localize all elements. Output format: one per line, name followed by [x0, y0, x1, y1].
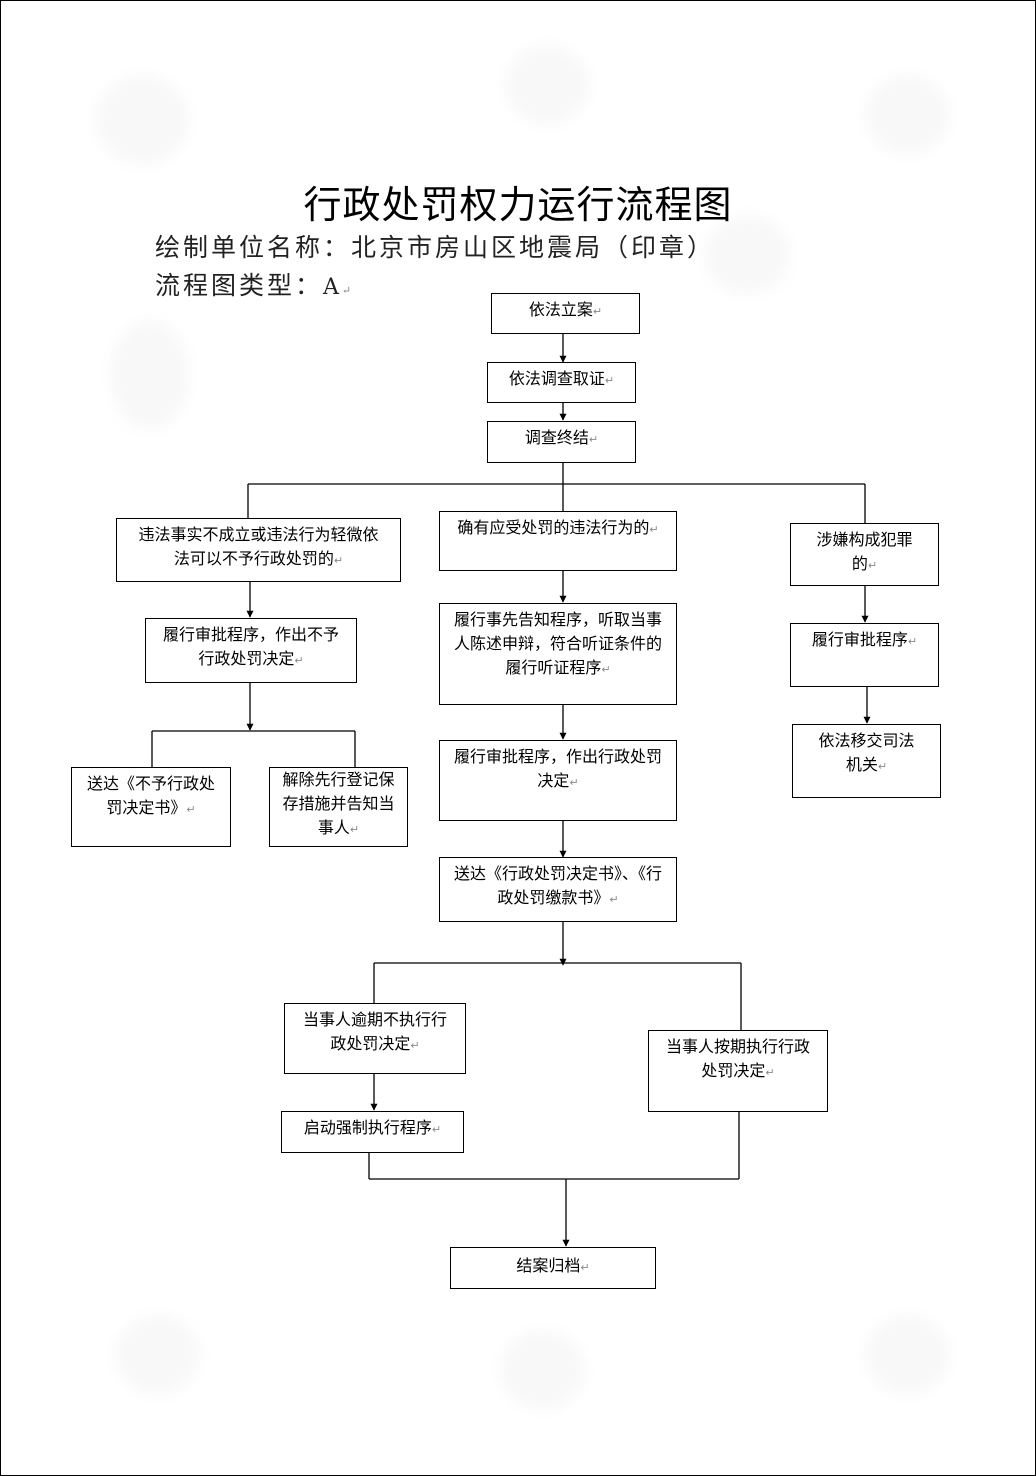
- watermark-blob: [865, 75, 950, 155]
- node-serve-no-penalty-text: 送达《不予行政处罚决定书》: [86, 774, 215, 817]
- node-crime-approval: 履行审批程序↵: [790, 623, 939, 687]
- node-file-case-text: 依法立案: [528, 300, 593, 319]
- node-prior-notice: 履行事先告知程序，听取当事人陈述申辩，符合听证条件的履行听证程序↵: [439, 603, 677, 705]
- node-prior-notice-text: 履行事先告知程序，听取当事人陈述申辩，符合听证条件的履行听证程序: [453, 610, 662, 677]
- node-penalty-approval: 履行审批程序，作出行政处罚决定↵: [439, 740, 677, 821]
- node-serve-penalty-text: 送达《行政处罚决定书》、《行政处罚缴款书》: [453, 864, 662, 907]
- node-close-archive-text: 结案归档: [516, 1256, 581, 1275]
- page-title: 行政处罚权力运行流程图: [303, 183, 733, 227]
- node-penalty-case: 确有应受处罚的违法行为的↵: [439, 511, 677, 571]
- watermark-blob: [505, 45, 590, 125]
- node-file-case: 依法立案↵: [491, 293, 640, 334]
- node-transfer-judicial: 依法移交司法机关↵: [792, 724, 941, 798]
- flowchart-type-value: A: [323, 275, 342, 300]
- node-transfer-judicial-text: 依法移交司法机关: [818, 731, 915, 774]
- node-suspected-crime-text: 涉嫌构成犯罪的: [816, 530, 913, 573]
- node-enforcement-text: 启动强制执行程序: [303, 1118, 432, 1137]
- node-on-time-text: 当事人按期执行行政处罚决定: [665, 1037, 810, 1080]
- watermark-blob: [705, 215, 790, 295]
- return-mark: ↵: [867, 559, 878, 572]
- node-on-time: 当事人按期执行行政处罚决定↵: [648, 1030, 828, 1112]
- drawing-unit-text: 绘制单位名称：北京市房山区地震局（印章）: [155, 233, 716, 262]
- return-mark: ↵: [186, 803, 196, 816]
- node-release-measures: 解除先行登记保存措施并告知当事人↵: [269, 767, 408, 847]
- return-mark: ↵: [333, 554, 344, 567]
- node-no-penalty-case-text: 违法事实不成立或违法行为轻微依法可以不予行政处罚的: [138, 525, 379, 568]
- return-mark: ↵: [649, 523, 659, 536]
- node-investigate: 依法调查取证↵: [487, 362, 636, 403]
- node-suspected-crime: 涉嫌构成犯罪的↵: [790, 523, 939, 586]
- node-release-measures-text: 解除先行登记保存措施并告知当事人: [282, 770, 395, 837]
- return-mark: ↵: [877, 760, 888, 773]
- node-serve-penalty: 送达《行政处罚决定书》、《行政处罚缴款书》↵: [439, 857, 677, 922]
- node-overdue-text: 当事人逾期不执行行政处罚决定: [303, 1010, 448, 1053]
- return-mark: ↵: [341, 284, 355, 297]
- return-mark: ↵: [294, 654, 304, 667]
- return-mark: ↵: [907, 635, 918, 648]
- node-no-penalty-approval: 履行审批程序，作出不予行政处罚决定↵: [145, 618, 357, 683]
- return-mark: ↵: [609, 893, 619, 906]
- watermark-blob: [95, 75, 190, 165]
- return-mark: ↵: [349, 823, 360, 836]
- drawing-unit-label: 绘制单位名称：北京市房山区地震局（印章）: [155, 228, 715, 264]
- node-no-penalty-case: 违法事实不成立或违法行为轻微依法可以不予行政处罚的↵: [116, 518, 401, 582]
- node-close-archive: 结案归档↵: [450, 1247, 656, 1289]
- return-mark: ↵: [431, 1123, 442, 1136]
- node-investigation-end: 调查终结↵: [487, 421, 636, 463]
- node-no-penalty-approval-text: 履行审批程序，作出不予行政处罚决定: [162, 625, 339, 668]
- node-investigate-text: 依法调查取证: [508, 369, 605, 388]
- watermark-blob: [115, 1315, 200, 1395]
- return-mark: ↵: [569, 776, 579, 789]
- watermark-blob: [110, 320, 190, 430]
- node-penalty-case-text: 确有应受处罚的违法行为的: [457, 518, 650, 537]
- node-serve-no-penalty: 送达《不予行政处罚决定书》↵: [71, 767, 231, 847]
- flowchart-type-text: 流程图类型：: [155, 271, 324, 300]
- node-investigation-end-text: 调查终结: [524, 428, 589, 447]
- node-crime-approval-text: 履行审批程序: [811, 630, 908, 649]
- flowchart-type-label: 流程图类型：A↵: [155, 266, 354, 302]
- return-mark: ↵: [765, 1066, 775, 1079]
- return-mark: ↵: [601, 663, 611, 676]
- node-enforcement: 启动强制执行程序↵: [281, 1111, 464, 1153]
- watermark-blob: [865, 1315, 950, 1395]
- return-mark: ↵: [410, 1039, 420, 1052]
- return-mark: ↵: [604, 374, 615, 387]
- node-overdue: 当事人逾期不执行行政处罚决定↵: [284, 1003, 466, 1074]
- return-mark: ↵: [588, 433, 599, 446]
- node-penalty-approval-text: 履行审批程序，作出行政处罚决定: [453, 747, 662, 790]
- watermark-blob: [500, 1330, 585, 1410]
- return-mark: ↵: [580, 1261, 590, 1274]
- return-mark: ↵: [592, 305, 603, 318]
